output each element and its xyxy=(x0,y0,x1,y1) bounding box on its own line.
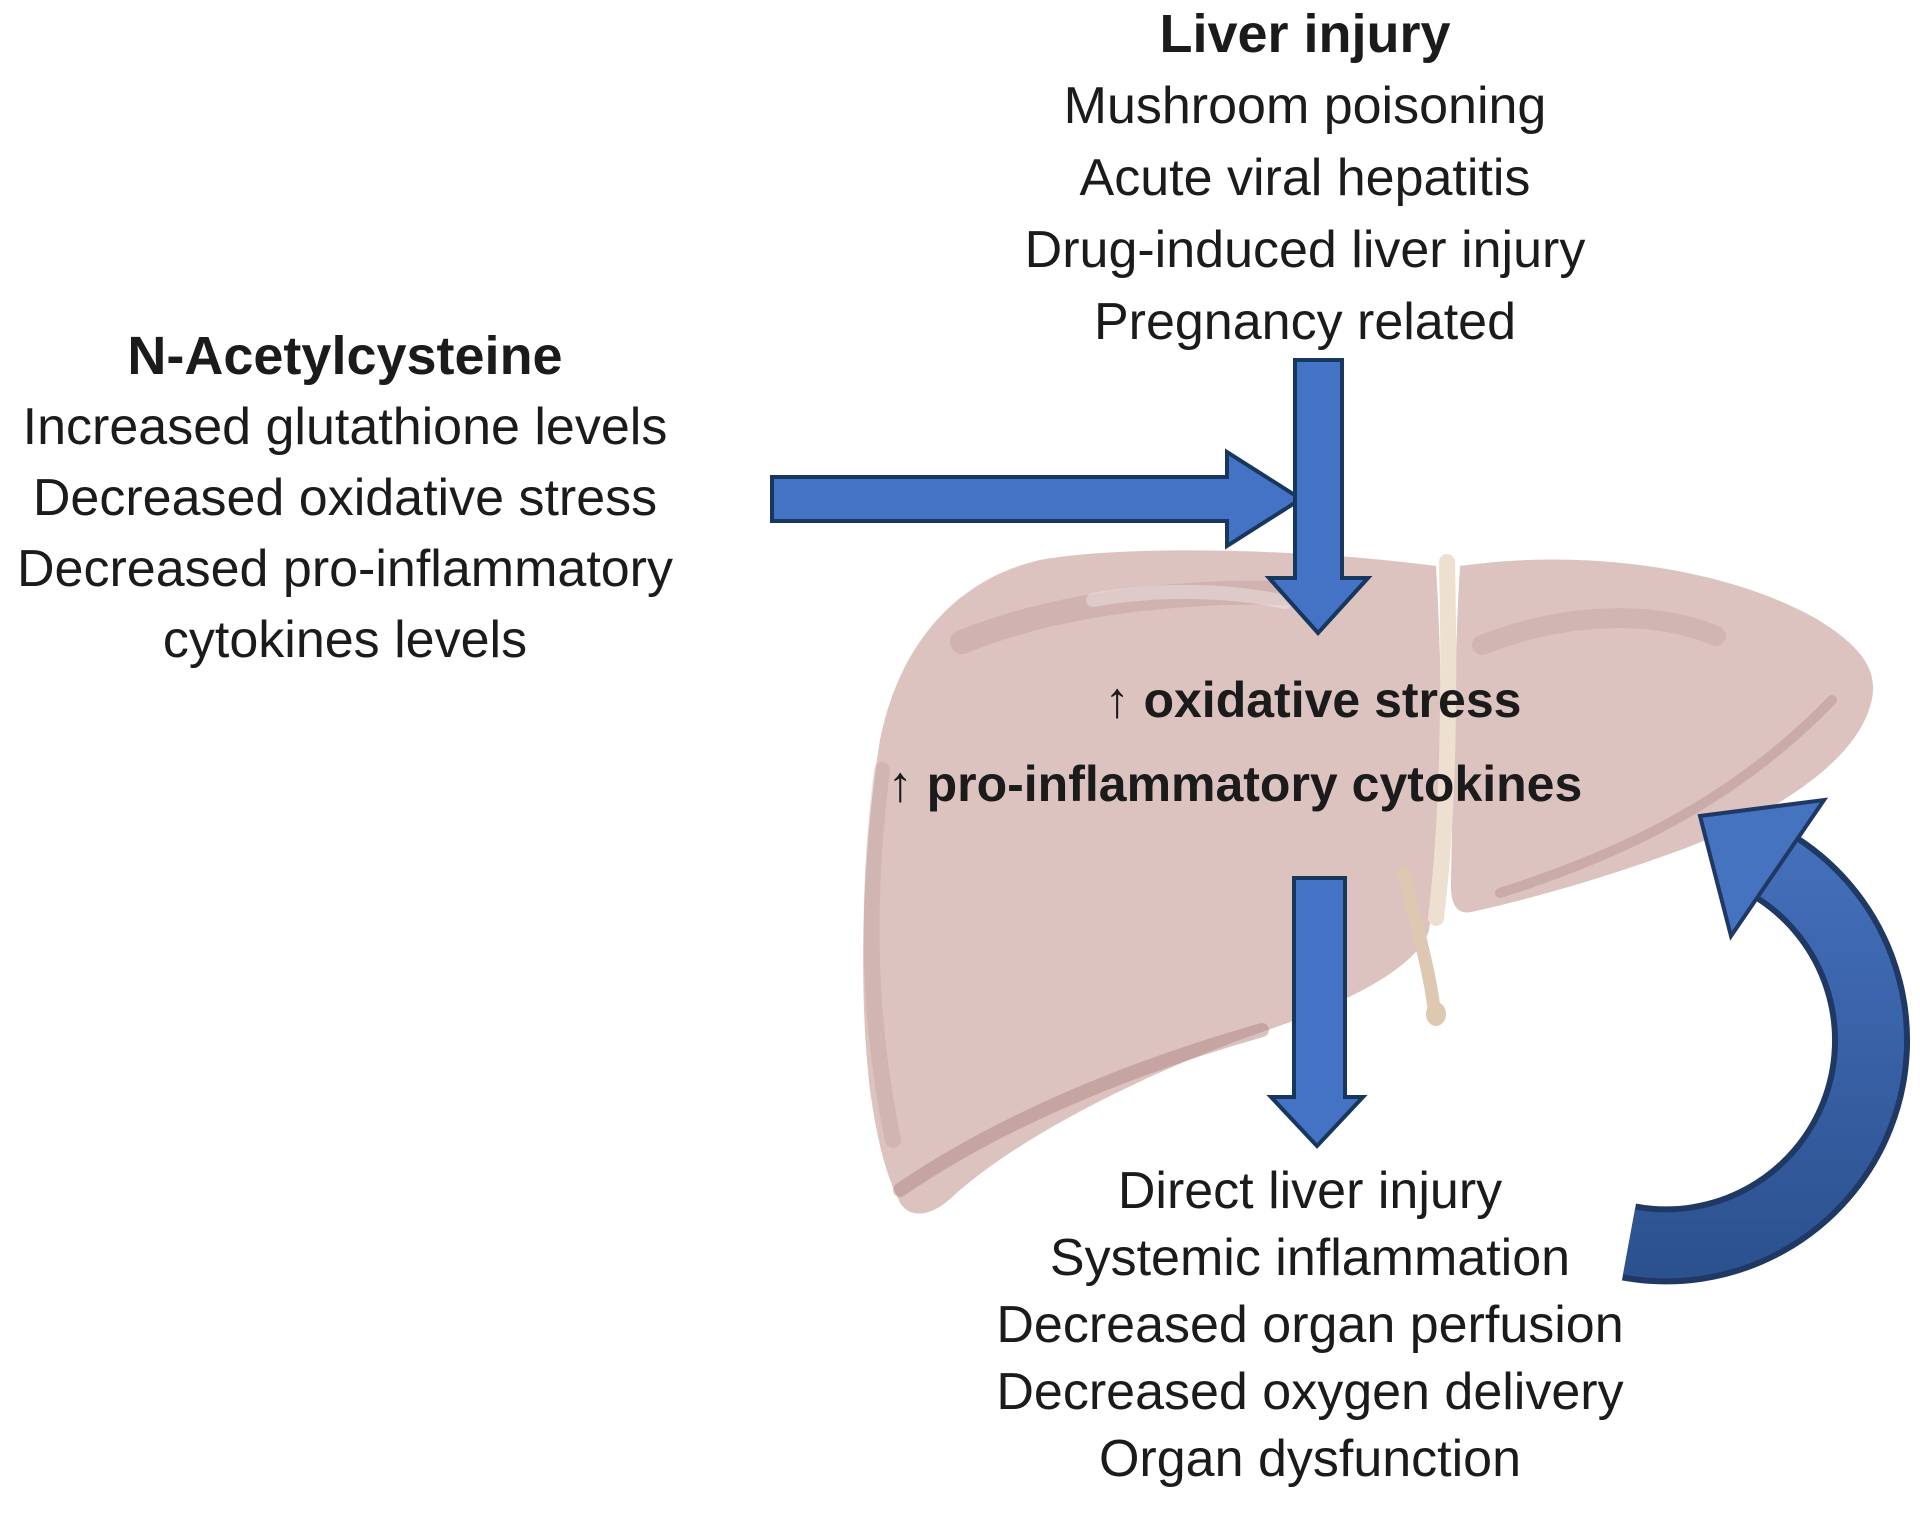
liver-left-lobe xyxy=(863,550,1442,1214)
nac-to-liver-arrow xyxy=(770,448,1305,550)
liver-label-pro-inflammatory-cytokines: ↑ pro-inflammatory cytokines xyxy=(887,756,1583,812)
liver-ligament-strand xyxy=(1397,865,1441,1015)
feedback-arrowhead xyxy=(1697,797,1829,941)
cause-mushroom-poisoning: Mushroom poisoning xyxy=(1063,77,1547,135)
liver-injury-title: Liver injury xyxy=(1159,4,1451,64)
consequence-direct-liver-injury: Direct liver injury xyxy=(1117,1162,1503,1220)
nac-effects-block: N-Acetylcysteine Increased glutathione l… xyxy=(17,321,673,676)
injury-to-liver-arrow xyxy=(1264,358,1373,636)
liver-to-consequences-arrow xyxy=(1266,876,1368,1149)
nac-glutathione: Increased glutathione levels xyxy=(22,398,668,456)
liver-right-lobe xyxy=(1450,559,1874,913)
cause-pregnancy-related: Pregnancy related xyxy=(1093,293,1517,351)
nac-oxidative-stress: Decreased oxidative stress xyxy=(32,469,658,527)
nac-cytokines-levels: cytokines levels xyxy=(162,611,528,669)
consequence-oxygen-delivery: Decreased oxygen delivery xyxy=(996,1363,1624,1421)
consequences-block: Direct liver injury Systemic inflammatio… xyxy=(996,1158,1623,1493)
consequence-organ-dysfunction: Organ dysfunction xyxy=(1098,1430,1522,1488)
consequence-systemic-inflammation: Systemic inflammation xyxy=(1049,1229,1571,1287)
feedback-curved-arrow xyxy=(1622,797,1910,1285)
cause-drug-induced: Drug-induced liver injury xyxy=(1024,221,1586,279)
liver-label-oxidative-stress: ↑ oxidative stress xyxy=(1104,672,1522,728)
liver-ligament-tip xyxy=(1426,1002,1446,1026)
liver-ligament-crease xyxy=(1428,554,1457,926)
liver-illustration xyxy=(863,550,1874,1214)
cause-acute-viral-hepatitis: Acute viral hepatitis xyxy=(1079,149,1531,207)
liver-injury-causes-block: Liver injury Mushroom poisoning Acute vi… xyxy=(1025,0,1586,358)
consequence-organ-perfusion: Decreased organ perfusion xyxy=(996,1296,1624,1354)
nac-title: N-Acetylcysteine xyxy=(127,326,563,386)
nac-pro-inflammatory: Decreased pro-inflammatory xyxy=(16,540,674,598)
